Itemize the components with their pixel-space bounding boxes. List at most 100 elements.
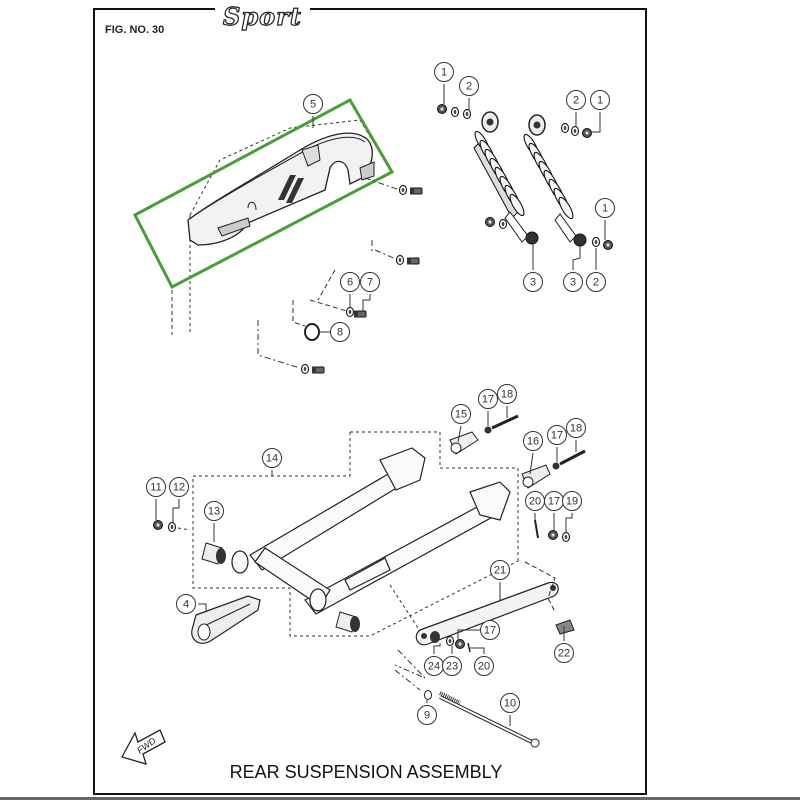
swing-arm-part [231, 447, 511, 615]
callout-17: 17 [457, 620, 500, 640]
callout-number: 9 [424, 710, 430, 722]
callout-13: 13 [204, 501, 224, 542]
callout-12: 12 [169, 477, 189, 522]
callout-1: 1 [595, 198, 615, 240]
callout-circle [204, 501, 224, 521]
callout-number: 20 [478, 661, 490, 673]
chain-adjusters [449, 414, 586, 543]
callout-number: 17 [551, 430, 563, 442]
callout-11: 11 [146, 477, 166, 520]
shock-absorber-right [523, 114, 613, 250]
callout-circle [523, 431, 543, 451]
callout-circle [554, 643, 574, 663]
callout-circle [451, 404, 471, 424]
callout-leader [433, 643, 441, 654]
callout-number: 4 [183, 599, 189, 611]
bushings [201, 542, 360, 633]
callout-circle [566, 90, 586, 110]
callout-leader [198, 603, 207, 612]
callout-number: 18 [501, 389, 513, 401]
callout-22: 22 [554, 626, 574, 663]
callout-circle [490, 560, 510, 580]
callout-16: 16 [523, 431, 543, 475]
figure-number: FIG. NO. 30 [105, 24, 165, 36]
callout-circle [417, 705, 437, 725]
callout-number: 5 [310, 99, 316, 111]
callout-20: 20 [470, 647, 494, 676]
callout-number: 17 [548, 496, 560, 508]
callout-number: 14 [266, 453, 278, 465]
callout-number: 24 [428, 661, 440, 673]
brand-logo: Sport [215, 3, 310, 30]
callout-1: 1 [590, 90, 610, 133]
callout-circle [478, 389, 498, 409]
callout-leader [572, 246, 581, 270]
callout-circle [566, 418, 586, 438]
callout-5: 5 [303, 94, 323, 128]
callout-circle [586, 272, 606, 292]
callout-2: 2 [459, 76, 479, 110]
callout-circle [176, 594, 196, 614]
callout-circle [434, 62, 454, 82]
highlight-box [132, 97, 395, 290]
callout-number: 8 [337, 327, 343, 339]
callout-14: 14 [262, 448, 282, 476]
torque-link-part [389, 561, 575, 653]
callout-circle [497, 384, 517, 404]
callout-leader [470, 647, 485, 654]
callout-4: 4 [176, 594, 207, 614]
callout-number: 3 [570, 277, 576, 289]
callout-number: 2 [466, 81, 472, 93]
callout-circle [169, 477, 189, 497]
callout-number: 18 [570, 423, 582, 435]
callout-leader [457, 629, 482, 640]
callout-21: 21 [490, 560, 510, 600]
chain-guard-group [187, 119, 375, 335]
callout-number: 10 [504, 698, 516, 710]
callout-circle [562, 491, 582, 511]
callout-circle [303, 94, 323, 114]
callout-20: 20 [525, 491, 545, 520]
callout-leader [529, 452, 534, 475]
callout-17: 17 [478, 389, 498, 426]
callout-number: 7 [367, 277, 373, 289]
callout-circle [360, 272, 380, 292]
callout-circle [523, 272, 543, 292]
callout-circle [459, 76, 479, 96]
callout-circle [547, 425, 567, 445]
callout-number: 3 [530, 277, 536, 289]
assembly-title: REAR SUSPENSION ASSEMBLY [229, 762, 503, 782]
callout-circle [595, 198, 615, 218]
callout-leader [172, 499, 180, 522]
callout-number: 11 [150, 482, 161, 494]
callout-17: 17 [547, 425, 567, 462]
callout-number: 1 [602, 203, 608, 215]
fwd-direction-arrow: FWD [121, 729, 166, 765]
callout-number: 13 [208, 506, 220, 518]
callout-circle [340, 272, 360, 292]
page-title: REAR SUSPENSION ASSEMBLY [0, 762, 800, 783]
callout-number: 20 [529, 496, 541, 508]
callout-leader [565, 513, 573, 532]
callout-circle [262, 448, 282, 468]
callout-18: 18 [566, 418, 586, 452]
callout-number: 15 [455, 409, 467, 421]
callout-2: 2 [586, 248, 606, 292]
callout-2: 2 [566, 90, 586, 126]
callout-9: 9 [417, 700, 437, 725]
callout-circle [146, 477, 166, 497]
callout-15: 15 [451, 404, 471, 443]
callout-number: 17 [484, 625, 496, 637]
bottom-rule [0, 797, 800, 800]
callout-18: 18 [497, 384, 517, 418]
callout-circle [474, 656, 494, 676]
callout-circle [480, 620, 500, 640]
callout-number: 1 [441, 67, 447, 79]
callout-circle [590, 90, 610, 110]
callout-leader [362, 294, 371, 312]
callout-circle [330, 322, 350, 342]
callout-6: 6 [340, 272, 360, 308]
callout-leader [457, 425, 462, 443]
